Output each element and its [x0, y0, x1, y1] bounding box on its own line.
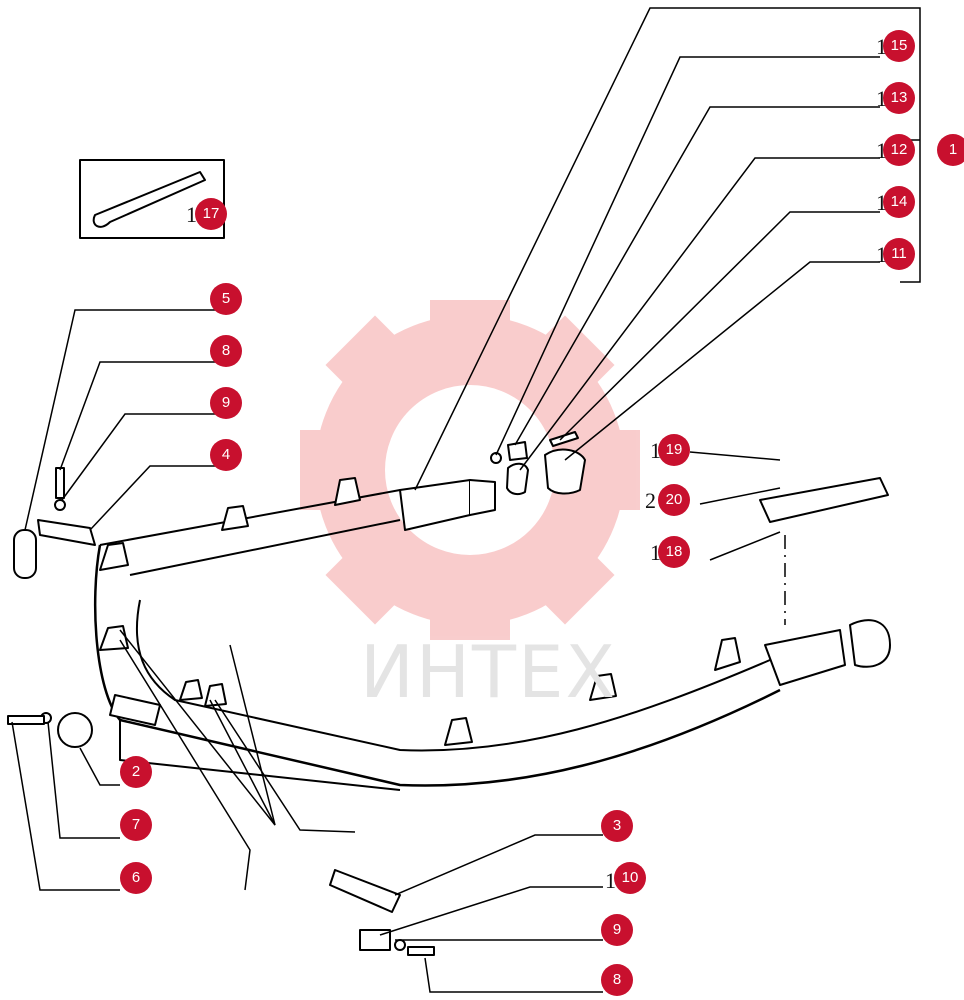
callout-14[interactable]: 14: [883, 186, 915, 218]
callout-9-top[interactable]: 9: [210, 387, 242, 419]
callout-12[interactable]: 12: [883, 134, 915, 166]
bolt-8: [55, 467, 65, 499]
plate-4: [37, 519, 96, 546]
callout-stub-12: 1: [876, 138, 887, 163]
callout-stub-10: 1: [605, 868, 616, 893]
callout-20[interactable]: 20: [658, 484, 690, 516]
callout-stub-17: 1: [186, 202, 197, 227]
callout-15[interactable]: 15: [883, 30, 915, 62]
callout-4[interactable]: 4: [210, 439, 242, 471]
arm-box-end: [399, 479, 471, 531]
callout-stub-18: 1: [650, 540, 661, 565]
watermark-gear-icon: [300, 300, 640, 640]
callout-8-top[interactable]: 8: [210, 335, 242, 367]
nut: [507, 441, 528, 461]
washer: [490, 452, 502, 464]
shim: [506, 462, 529, 496]
callout-10[interactable]: 10: [614, 862, 646, 894]
bolt-6: [7, 715, 45, 725]
callout-stub-19: 1: [650, 438, 661, 463]
callout-stub-13: 1: [876, 86, 887, 111]
clamp-half: [544, 448, 586, 495]
callout-13[interactable]: 13: [883, 82, 915, 114]
bolt: [549, 431, 579, 447]
pin-3: [329, 869, 401, 913]
bolt-8b: [407, 946, 435, 956]
right-arm-box: [764, 629, 846, 686]
callout-3[interactable]: 3: [601, 810, 633, 842]
callout-2[interactable]: 2: [120, 756, 152, 788]
callout-8-bottom[interactable]: 8: [601, 964, 633, 996]
rack: [759, 477, 889, 523]
wrench-box: [79, 159, 225, 239]
callout-19[interactable]: 19: [658, 434, 690, 466]
flange-2: [109, 694, 161, 726]
callout-stub-14: 1: [876, 190, 887, 215]
callout-stub-11: 1: [876, 242, 887, 267]
plate-10: [359, 929, 391, 951]
frame-outer-edge: [93, 544, 781, 787]
callout-18[interactable]: 18: [658, 536, 690, 568]
callout-7[interactable]: 7: [120, 809, 152, 841]
washer-9b: [394, 939, 406, 951]
callout-stub-15: 1: [876, 34, 887, 59]
wrench-icon: [92, 171, 206, 228]
knob-2: [57, 712, 93, 748]
callout-11[interactable]: 11: [883, 238, 915, 270]
callout-6[interactable]: 6: [120, 862, 152, 894]
right-clamp: [849, 619, 891, 668]
callout-1[interactable]: 1: [937, 134, 964, 166]
pin-5: [13, 529, 37, 579]
callout-9-bottom[interactable]: 9: [601, 914, 633, 946]
washer-9: [54, 499, 66, 511]
watermark-text: ИНТЕХ: [360, 630, 617, 714]
callout-17[interactable]: 17: [195, 198, 227, 230]
callout-5[interactable]: 5: [210, 283, 242, 315]
callout-stub-20: 2: [645, 488, 656, 513]
